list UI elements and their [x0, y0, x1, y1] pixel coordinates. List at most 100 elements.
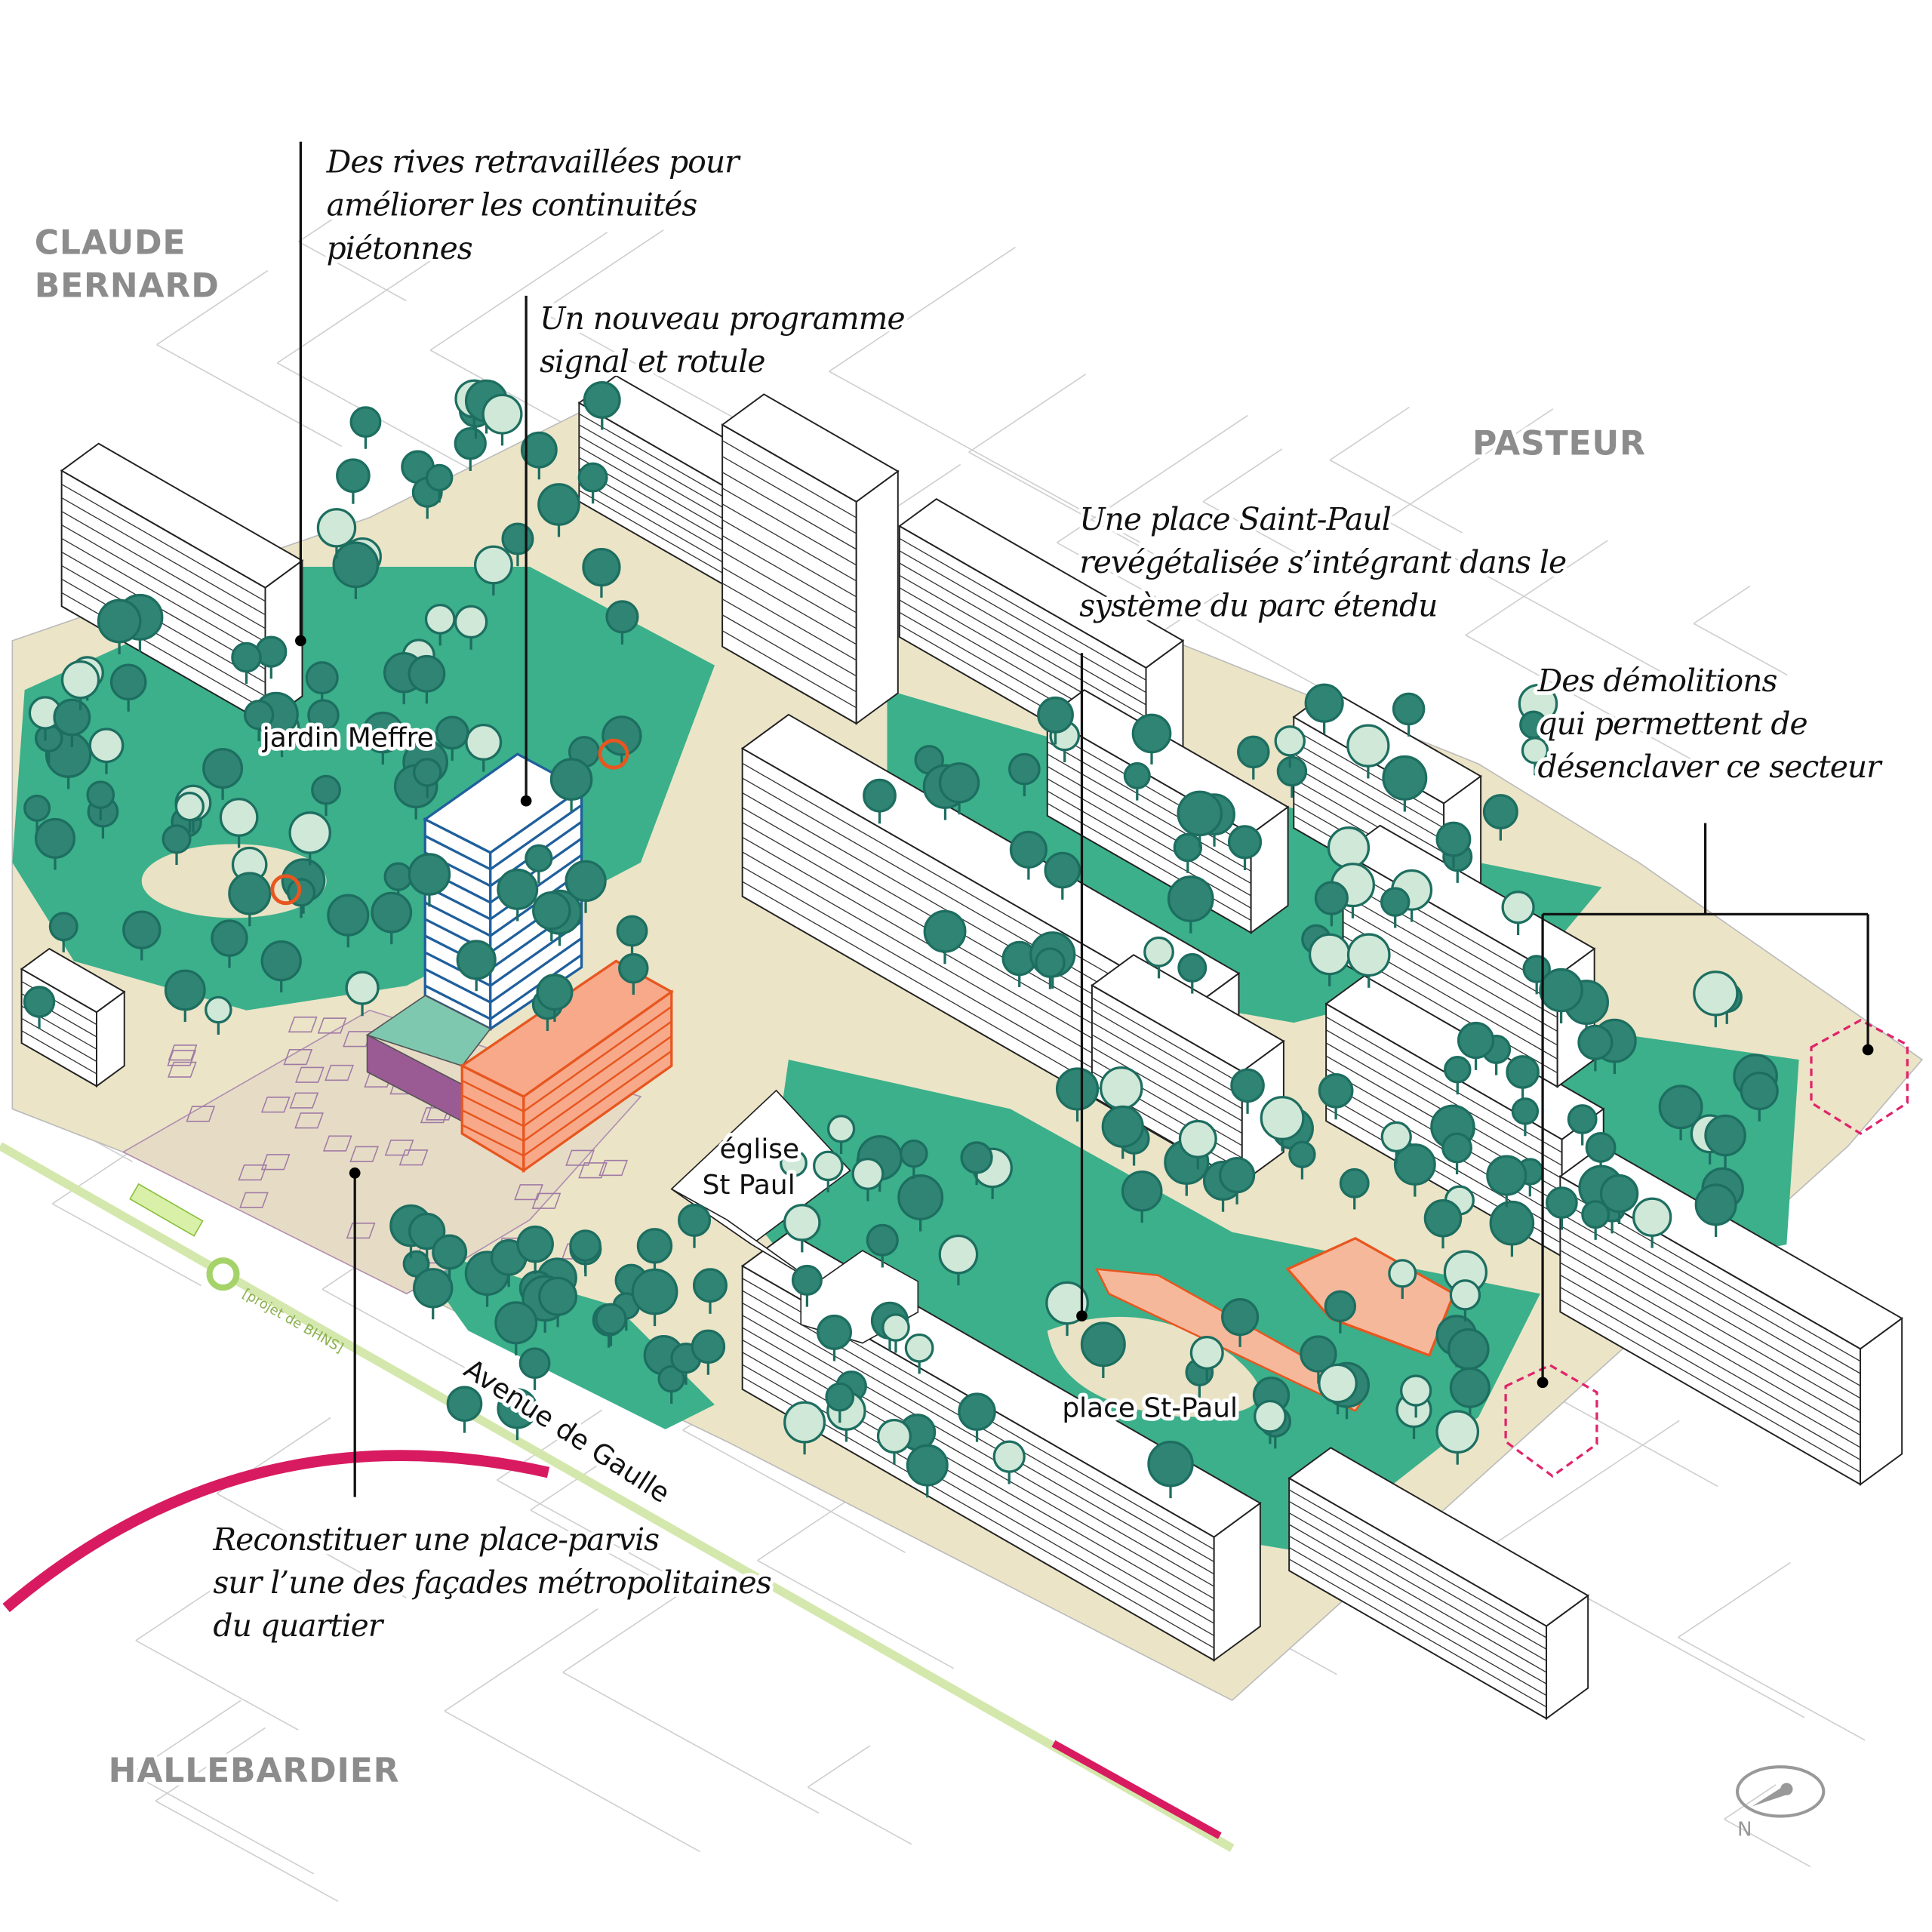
- tree: [904, 1333, 934, 1374]
- context-line: [1693, 585, 1751, 624]
- floor-line: [899, 550, 1146, 694]
- tree-crown: [938, 1234, 979, 1275]
- floor-line: [1288, 1524, 1547, 1673]
- tree: [336, 458, 371, 504]
- tree: [1035, 947, 1066, 989]
- floor-line: [721, 583, 857, 661]
- tree-crown: [413, 758, 442, 787]
- context-line: [497, 1479, 672, 1577]
- tree: [316, 508, 357, 559]
- tree-crown: [516, 1225, 554, 1263]
- tree-crown: [332, 541, 380, 589]
- tree-crown: [260, 940, 302, 982]
- tree: [881, 1313, 910, 1353]
- tree-crown: [1388, 1259, 1417, 1288]
- tree-crown: [1167, 875, 1214, 922]
- tree: [516, 1225, 554, 1275]
- context-line: [1202, 448, 1283, 503]
- tree-crown: [1080, 1321, 1126, 1367]
- orange-block: [460, 959, 674, 1174]
- tree-crown: [851, 1157, 884, 1190]
- pergola: [322, 1135, 352, 1152]
- tree-crown: [1380, 887, 1411, 917]
- tree-crown: [432, 1234, 468, 1270]
- tree-crown: [53, 698, 91, 737]
- tree-crown: [307, 699, 340, 731]
- floor-line: [742, 1315, 1214, 1587]
- tree: [783, 1401, 826, 1455]
- floor-line: [21, 1030, 97, 1075]
- floor-line: [1343, 879, 1558, 1004]
- building-side: [855, 469, 899, 725]
- tree: [413, 1268, 454, 1320]
- tree: [826, 1115, 856, 1155]
- tree: [791, 1264, 823, 1307]
- tree: [349, 406, 382, 449]
- tree-crown: [618, 952, 649, 984]
- tree: [960, 1141, 993, 1186]
- tree-crown: [1400, 1374, 1432, 1407]
- pergola: [239, 1192, 269, 1208]
- building: [1287, 1447, 1589, 1721]
- tree: [408, 853, 451, 907]
- tree-crown: [336, 458, 371, 494]
- tree-crown: [1008, 752, 1041, 786]
- tree: [497, 1388, 538, 1441]
- pergola: [167, 1050, 197, 1066]
- pergola: [260, 1097, 291, 1113]
- tree: [1304, 683, 1344, 734]
- tree: [327, 894, 370, 948]
- context-line: [131, 1700, 242, 1774]
- tree: [60, 660, 100, 711]
- tree: [1173, 832, 1203, 873]
- tree: [86, 780, 115, 820]
- tree-crown: [34, 817, 75, 859]
- context-line: [1329, 406, 1410, 461]
- tree: [518, 1347, 551, 1390]
- tree: [1339, 1168, 1370, 1210]
- tree-crown: [1177, 790, 1223, 837]
- tree-crown: [408, 1212, 446, 1251]
- tree: [1177, 790, 1223, 848]
- tree: [435, 715, 469, 761]
- buildings: [20, 374, 1903, 1721]
- tree: [693, 1268, 728, 1314]
- floor-line: [61, 551, 266, 670]
- tree: [1632, 1197, 1672, 1248]
- tree: [1393, 1143, 1436, 1197]
- tree: [537, 483, 580, 537]
- tree-crown: [1009, 830, 1048, 869]
- tree-crown: [904, 1333, 934, 1363]
- tree-crown: [1189, 1335, 1224, 1370]
- context-line: [968, 374, 1086, 453]
- context-line: [968, 451, 1164, 560]
- tree: [1599, 1174, 1639, 1225]
- tree-crown: [174, 792, 205, 822]
- floor-line: [1560, 1237, 1861, 1411]
- tree: [231, 641, 262, 685]
- tree: [897, 1174, 944, 1232]
- context-line: [682, 1429, 906, 1553]
- tree-crown: [349, 406, 382, 438]
- district-claude-bernard: CLAUDE BERNARD: [35, 223, 220, 305]
- floor-line: [899, 574, 1146, 718]
- context-line: [216, 1493, 407, 1598]
- tree: [361, 711, 405, 765]
- trees: [23, 379, 1779, 1499]
- context-line: [530, 1457, 610, 1511]
- tree: [583, 380, 621, 430]
- floor-line: [721, 440, 857, 518]
- tree-crown: [311, 774, 341, 805]
- tree-crown: [1173, 832, 1203, 863]
- tree-crown: [938, 762, 980, 804]
- pergola: [294, 1112, 325, 1129]
- tree-crown: [454, 427, 487, 460]
- tree-crown: [1101, 1105, 1144, 1148]
- tree: [906, 1444, 949, 1498]
- context-line: [540, 229, 664, 312]
- tree: [1392, 692, 1426, 737]
- tree: [1314, 881, 1349, 927]
- tree-crown: [866, 1223, 899, 1257]
- tree: [371, 891, 413, 945]
